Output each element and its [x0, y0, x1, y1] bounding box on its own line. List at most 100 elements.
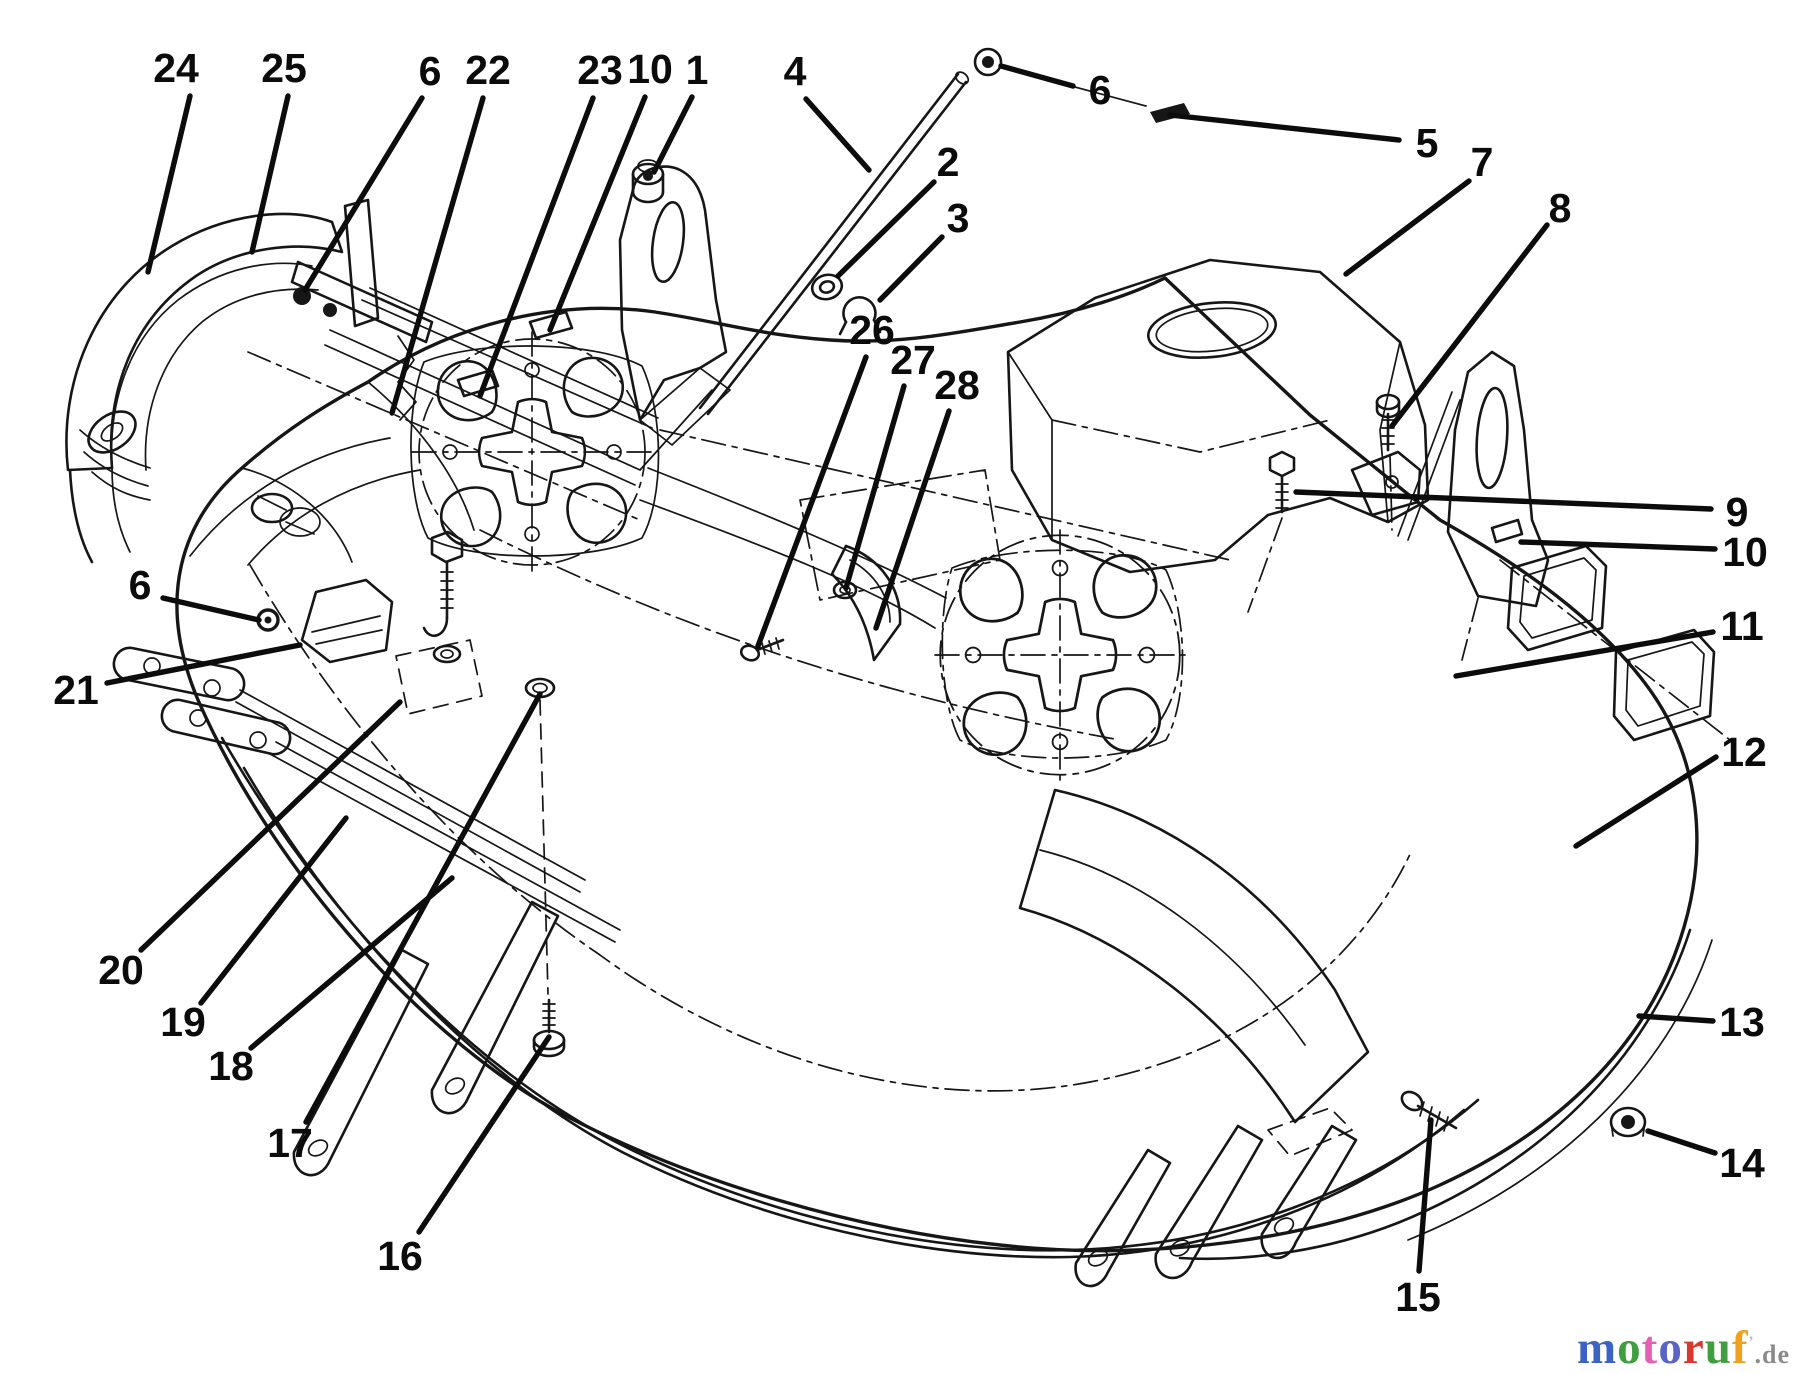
leader-part-23	[477, 95, 596, 399]
callout-part-20: 20	[98, 947, 144, 993]
callout-part-24: 24	[153, 45, 199, 91]
callout-part-12: 12	[1721, 729, 1767, 775]
callout-part-6: 6	[129, 562, 152, 608]
callout-part-16: 16	[377, 1233, 423, 1279]
leader-part-28	[873, 408, 952, 631]
deflector-hinge-bar	[290, 260, 434, 344]
callout-part-1: 1	[686, 47, 709, 93]
bolt-part-26	[739, 637, 785, 662]
leader-part-16	[416, 1034, 552, 1235]
callout-part-27: 27	[890, 337, 936, 383]
leader-part-8	[1389, 222, 1550, 429]
callout-part-6: 6	[419, 48, 442, 94]
watermark-letter: m	[1577, 1322, 1618, 1374]
watermark-letter: o	[1617, 1322, 1642, 1374]
callout-part-9: 9	[1726, 489, 1749, 535]
callout-part-22: 22	[465, 47, 511, 93]
belt-guide-plate-part-21	[300, 578, 394, 664]
leader-part-22	[389, 95, 486, 416]
watermark-letter: u	[1704, 1322, 1732, 1374]
slot-part-23	[456, 368, 500, 398]
wear-plate-part-12	[1018, 788, 1370, 1124]
callout-part-21: 21	[53, 667, 99, 713]
front-lift-bracket	[618, 165, 731, 446]
screw-part-16	[532, 998, 566, 1058]
bushing-part-1	[631, 159, 665, 204]
watermark-letter: o	[1658, 1322, 1683, 1374]
leader-part-25	[249, 93, 291, 255]
leader-part-27	[843, 383, 907, 591]
screw-part-9	[1247, 450, 1296, 613]
watermark-tick: ʼ	[1748, 1334, 1755, 1351]
leader-part-17	[303, 691, 543, 1125]
hanger-links-left	[112, 646, 621, 943]
flange-nut-part-6-top	[973, 47, 1003, 77]
callout-part-26: 26	[849, 307, 895, 353]
callout-part-5: 5	[1416, 120, 1439, 166]
slot-part-10-right	[1490, 518, 1524, 544]
callout-part-18: 18	[208, 1043, 254, 1089]
discharge-deflector-chute	[65, 198, 659, 564]
leader-part-6	[998, 63, 1076, 89]
watermark-letter: t	[1641, 1322, 1659, 1374]
leader-part-24	[145, 93, 193, 275]
spindle-boss-left	[410, 331, 660, 573]
spindle-boss-right	[934, 529, 1186, 781]
hanger-straps-right	[1074, 1107, 1358, 1288]
leader-part-10	[547, 94, 648, 333]
front-roller-bracket	[189, 437, 421, 566]
callout-part-7: 7	[1471, 139, 1494, 185]
callout-part-11: 11	[1720, 603, 1763, 649]
callout-part-10: 10	[627, 46, 673, 92]
leader-part-9	[1293, 489, 1714, 512]
callout-part-8: 8	[1549, 185, 1572, 231]
deck-rim-edge-part-13	[1178, 928, 1713, 1261]
deck-housing	[175, 276, 1699, 1259]
leader-part-12	[1573, 754, 1719, 849]
watermark-word: motoruf	[1577, 1322, 1748, 1374]
callout-part-2: 2	[937, 139, 960, 185]
callout-part-28: 28	[934, 362, 980, 408]
watermark-motoruf: motorufʼ.de	[1577, 1325, 1790, 1372]
leader-part-4	[803, 96, 872, 173]
nut-under-22	[432, 644, 462, 664]
j-bolt-part-22	[422, 530, 464, 664]
watermark-tld: .de	[1754, 1340, 1790, 1369]
leader-part-6	[302, 95, 425, 293]
leader-part-18	[248, 875, 455, 1051]
belt-cover-part-7	[1006, 258, 1430, 574]
carriage-bolt-part-15	[1400, 1090, 1458, 1132]
leader-part-7	[1343, 178, 1472, 277]
leader-part-3	[877, 234, 945, 303]
callout-part-6: 6	[1089, 67, 1112, 113]
leader-part-1	[651, 94, 695, 175]
leader-part-21	[104, 642, 303, 686]
callout-part-23: 23	[577, 47, 623, 93]
hanger-straps-left	[292, 900, 560, 1177]
leader-part-6	[160, 595, 262, 623]
leader-part-13	[1636, 1013, 1716, 1024]
rear-hanger-bracket	[1397, 350, 1550, 661]
leader-part-15	[1416, 1117, 1434, 1274]
leader-part-20	[138, 699, 403, 953]
leader-lines	[104, 63, 1719, 1274]
baffle-part-28	[799, 469, 1001, 662]
lift-rod-part-4	[639, 71, 970, 471]
deck-inner-rim-hidden	[249, 564, 1413, 1092]
retainer-clip-part-3	[838, 296, 882, 336]
screw-part-8	[1375, 393, 1401, 531]
leader-part-11	[1453, 629, 1716, 679]
callout-part-13: 13	[1719, 999, 1765, 1045]
leader-part-26	[755, 354, 869, 649]
callout-part-15: 15	[1395, 1274, 1441, 1320]
washer-part-2	[810, 273, 844, 301]
callout-part-4: 4	[784, 48, 807, 94]
leader-part-2	[835, 179, 937, 279]
callout-part-25: 25	[261, 45, 307, 91]
deck-rib-webs	[639, 467, 947, 629]
callout-part-10: 10	[1722, 529, 1768, 575]
rear-channel-brackets	[1499, 544, 1731, 742]
